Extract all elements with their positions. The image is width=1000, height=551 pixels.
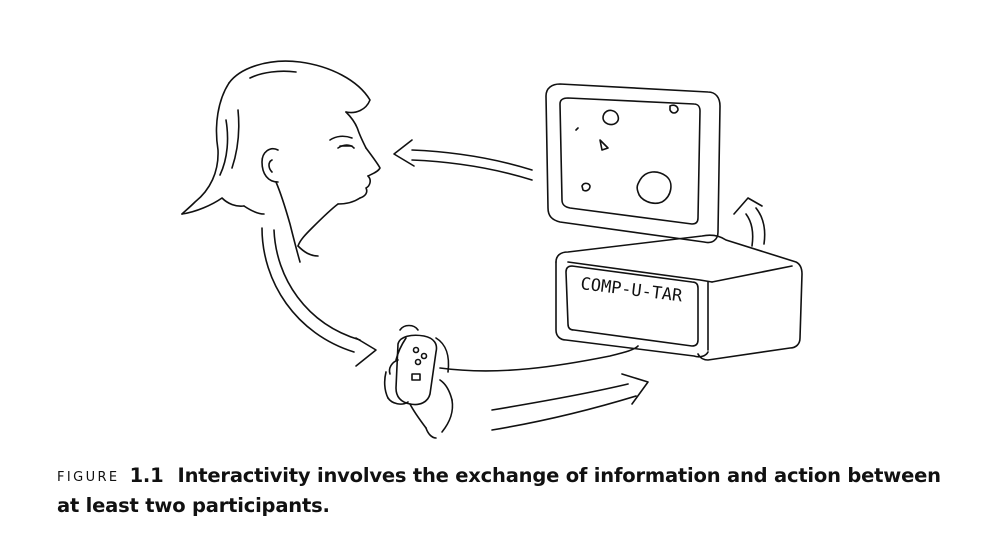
hand-with-controller — [385, 326, 453, 439]
caption-number: 1.1 — [129, 464, 164, 487]
controller-cable — [440, 346, 638, 371]
caption-label: FIGURE — [57, 470, 120, 485]
display-to-eyes-arrow — [394, 140, 532, 180]
brain-to-hand-arrow — [262, 228, 376, 366]
box-to-monitor-arrow — [734, 198, 765, 246]
interactivity-illustration: COMP-U-TAR — [0, 0, 1000, 460]
computer-monitor — [546, 84, 720, 243]
computer-box — [556, 235, 802, 360]
figure-caption: FIGURE 1.1 Interactivity involves the ex… — [57, 462, 957, 519]
caption-text: Interactivity involves the exchange of i… — [57, 464, 941, 517]
hand-to-computer-arrow — [492, 374, 648, 430]
person-head — [182, 61, 380, 262]
